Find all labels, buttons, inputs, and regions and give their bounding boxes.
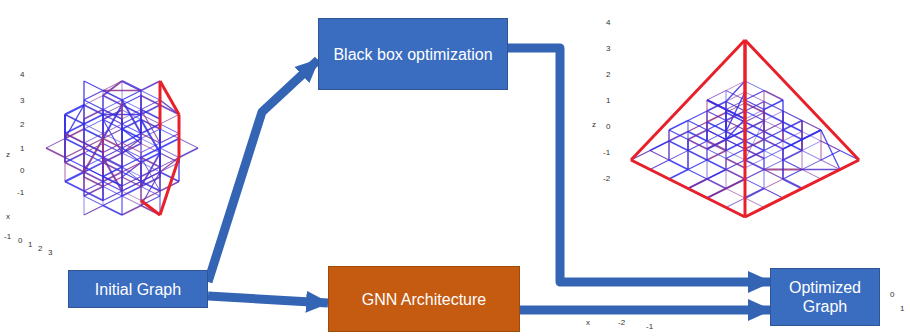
axis-tick: 0 (606, 122, 610, 131)
axis-tick: -2 (603, 174, 610, 183)
axis-tick: -1 (4, 232, 11, 241)
axis-tick: 1 (606, 96, 610, 105)
axis-tick: 2 (20, 120, 24, 129)
axis-tick: -2 (618, 318, 625, 327)
axis-tick: 4 (606, 18, 610, 27)
box-label: Black box optimization (333, 45, 492, 64)
axis-tick: 1 (20, 144, 24, 153)
axis-name: z (6, 150, 10, 159)
axis-tick: 0 (20, 166, 24, 175)
axis-tick: -1 (17, 188, 24, 197)
axis-tick: -1 (603, 148, 610, 157)
axis-name: z (592, 120, 596, 129)
axis-tick: 3 (606, 44, 610, 53)
axis-tick: 4 (20, 70, 24, 79)
flow-arrow (208, 60, 318, 282)
axis-name: x (6, 212, 10, 221)
axis-tick: 1 (900, 304, 904, 313)
axis-tick: 2 (38, 244, 42, 253)
axis-tick: 1 (28, 240, 32, 249)
flow-arrow (520, 306, 770, 315)
process-box: Black box optimization (318, 18, 508, 90)
axis-tick: 2 (606, 70, 610, 79)
axis-tick: 0 (18, 236, 22, 245)
flow-arrow (508, 48, 770, 282)
box-label: Optimized Graph (781, 278, 869, 316)
gnn-box: GNN Architecture (328, 266, 520, 332)
flow-arrow (208, 296, 328, 303)
graph-label-box: Optimized Graph (770, 268, 880, 326)
axis-tick: 0 (890, 290, 894, 299)
optimized-graph-figure (631, 40, 859, 217)
box-label: GNN Architecture (362, 290, 486, 309)
axis-tick: -1 (646, 322, 653, 331)
graph-label-box: Initial Graph (68, 270, 208, 308)
axis-tick: 3 (20, 96, 24, 105)
initial-graph-figure (46, 81, 198, 215)
axis-tick: 3 (48, 248, 52, 257)
axis-name: x (586, 318, 590, 327)
box-label: Initial Graph (95, 280, 181, 299)
